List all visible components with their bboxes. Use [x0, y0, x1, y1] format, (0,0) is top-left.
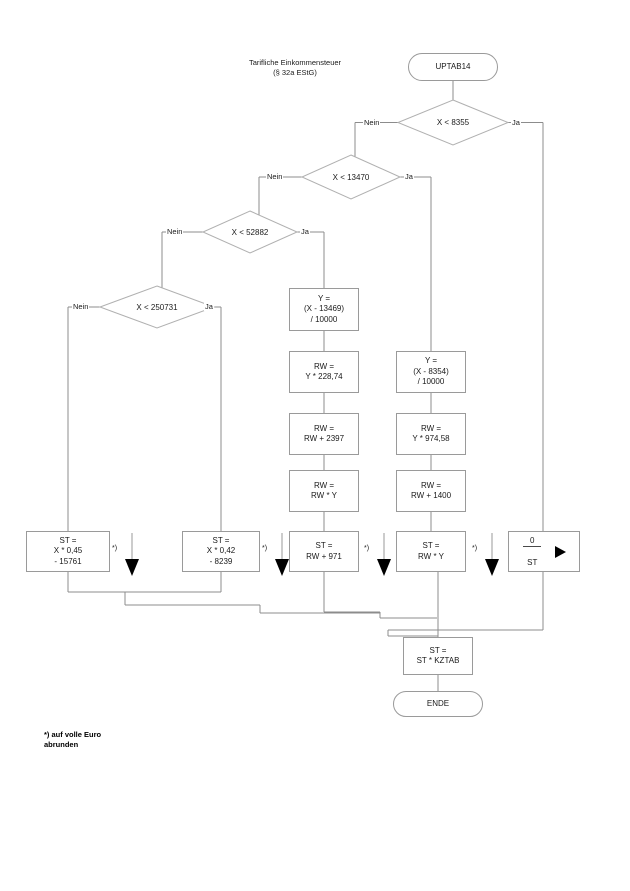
- rounding-marker-1: *): [112, 531, 142, 577]
- process-st-times-kztab: ST = ST * KZTAB: [403, 637, 473, 675]
- process-rw-plus-2397: RW = RW + 2397: [289, 413, 359, 455]
- process-y-x-minus-8354: Y = (X - 8354) / 10000: [396, 351, 466, 393]
- rounding-marker-2: *): [262, 531, 292, 577]
- down-arrow-icon: [377, 533, 391, 576]
- edge-label-nein-13470: Nein: [266, 172, 284, 181]
- rounding-marker-label: *): [262, 545, 268, 552]
- decision-label: X < 52882: [231, 227, 269, 237]
- assign-denominator: ST: [527, 557, 538, 567]
- process-rw-times-y-middle: RW = RW * Y: [289, 470, 359, 512]
- diamond-shape: [201, 210, 299, 254]
- down-arrow-icon: [275, 533, 289, 576]
- process-y-x-minus-13469: Y = (X - 13469) / 10000: [289, 288, 359, 331]
- decision-label: X < 250731: [136, 302, 178, 312]
- edge-label-ja-250731: Ja: [204, 302, 214, 311]
- down-arrow-icon: [485, 533, 499, 576]
- edge-label-nein-8355: Nein: [363, 118, 381, 127]
- edge-label-nein-250731: Nein: [72, 302, 90, 311]
- down-arrow-icon: [125, 533, 139, 576]
- assign-numerator: 0: [523, 536, 542, 547]
- edge-label-ja-8355: Ja: [511, 118, 521, 127]
- process-st-x-times-042: ST = X * 0,42 - 8239: [182, 531, 260, 572]
- decision-x-lt-250731: X < 250731: [98, 285, 216, 329]
- end-terminator-ende: ENDE: [393, 691, 483, 717]
- process-st-rw-times-y: ST = RW * Y: [396, 531, 466, 572]
- rounding-marker-4: *): [472, 531, 502, 577]
- start-terminator-uptab14: UPTAB14: [408, 53, 498, 81]
- edge-label-ja-52882: Ja: [300, 227, 310, 236]
- process-st-x-times-045: ST = X * 0,45 - 15761: [26, 531, 110, 572]
- edge-label-ja-13470: Ja: [404, 172, 414, 181]
- decision-x-lt-8355: X < 8355: [396, 99, 510, 146]
- rounding-marker-label: *): [472, 545, 478, 552]
- diamond-shape: [98, 285, 216, 329]
- decision-label: X < 8355: [436, 118, 470, 127]
- edge-label-nein-52882: Nein: [166, 227, 184, 236]
- decision-x-lt-13470: X < 13470: [300, 154, 402, 200]
- diamond-shape: [300, 154, 402, 200]
- rounding-marker-3: *): [364, 531, 394, 577]
- rounding-marker-label: *): [364, 545, 370, 552]
- arrow-right-icon: [555, 545, 566, 558]
- footnote-rounding: *) auf volle Euro abrunden: [44, 730, 102, 749]
- process-assign-zero-to-st: 0 ST: [508, 531, 580, 572]
- process-rw-plus-1400: RW = RW + 1400: [396, 470, 466, 512]
- process-rw-y-times-228-74: RW = Y * 228,74: [289, 351, 359, 393]
- diamond-shape: [396, 99, 510, 146]
- assign-fraction: 0 ST: [523, 526, 542, 578]
- process-rw-y-times-974-58: RW = Y * 974,58: [396, 413, 466, 455]
- decision-x-lt-52882: X < 52882: [201, 210, 299, 254]
- diagram-title: Tarifliche Einkommensteuer (§ 32a EStG): [248, 58, 342, 77]
- rounding-marker-label: *): [112, 545, 118, 552]
- decision-label: X < 13470: [332, 172, 370, 182]
- assign-inner: 0 ST: [509, 532, 579, 571]
- process-st-rw-plus-971: ST = RW + 971: [289, 531, 359, 572]
